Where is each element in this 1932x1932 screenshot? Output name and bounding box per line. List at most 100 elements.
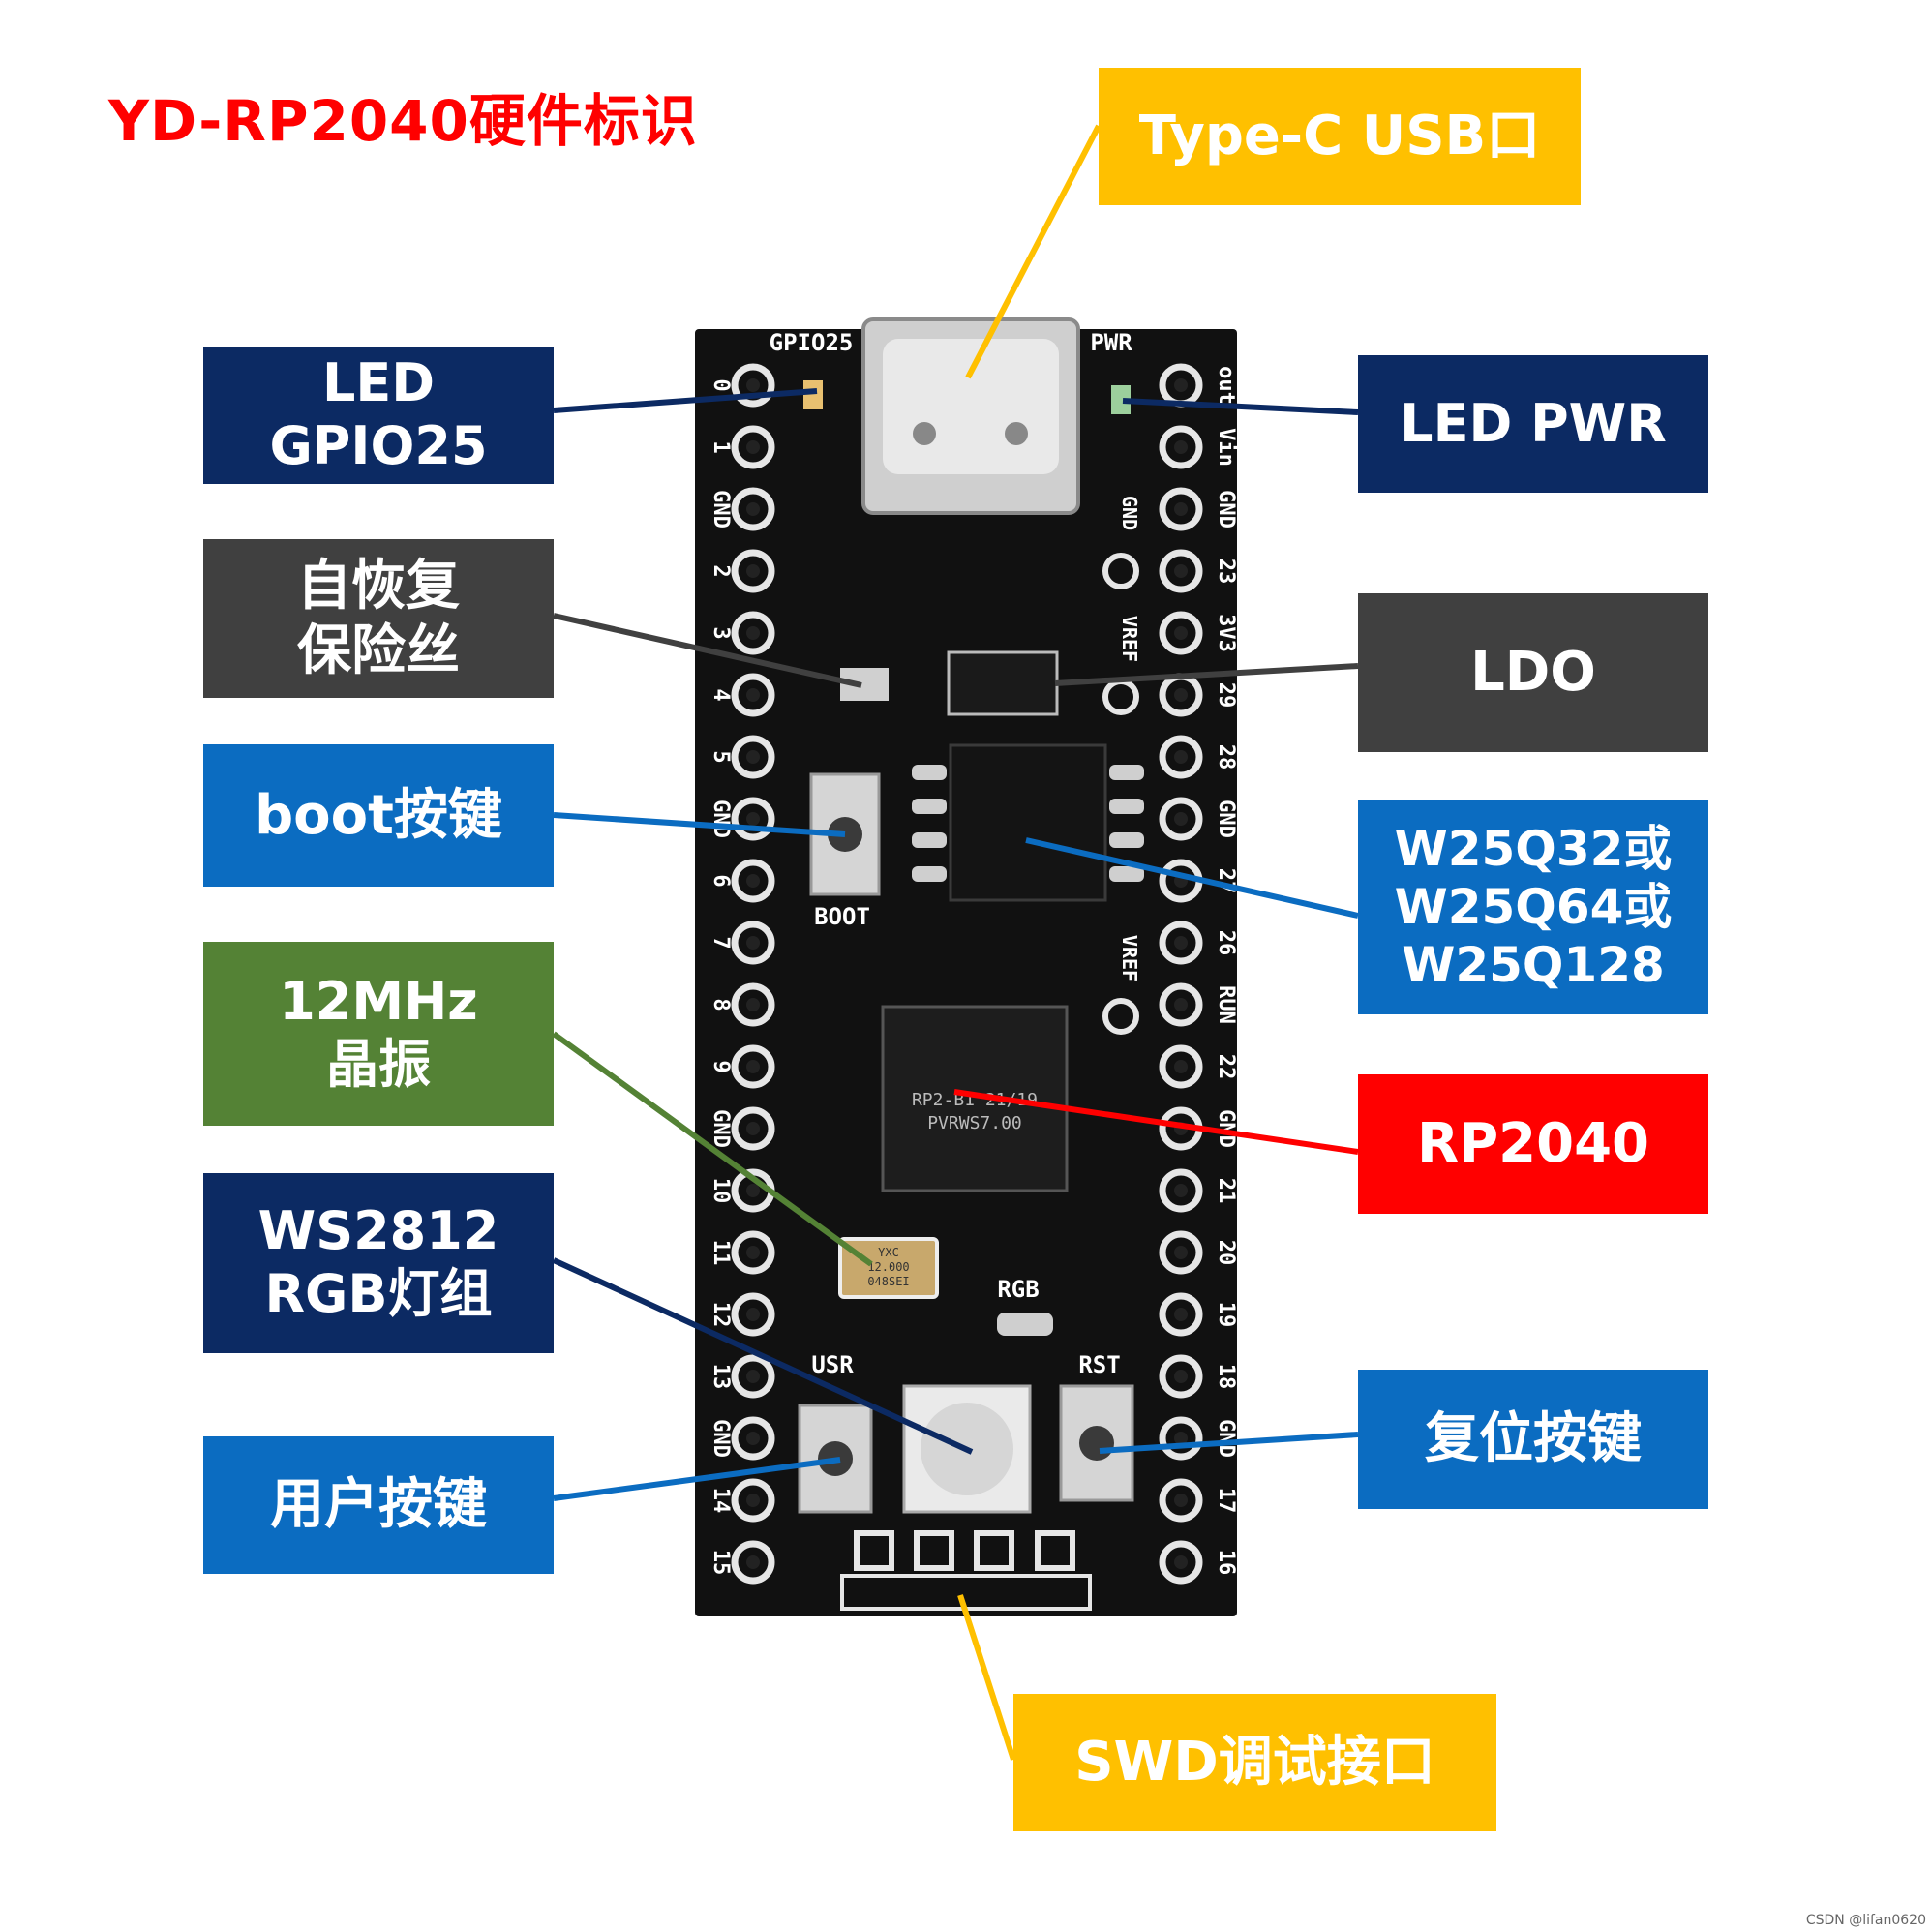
pin-label-left: 14 bbox=[709, 1488, 733, 1514]
label-ws2812-line1: WS2812 bbox=[257, 1200, 499, 1262]
pin-right bbox=[1159, 1044, 1203, 1089]
pin-label-left: 15 bbox=[709, 1550, 733, 1576]
pin-label-left: 13 bbox=[709, 1364, 733, 1390]
pin-label-left: GND bbox=[709, 1419, 733, 1458]
pin-label-right: 17 bbox=[1214, 1488, 1238, 1514]
pin-right bbox=[1159, 797, 1203, 841]
pin-label-right: RUN bbox=[1214, 985, 1238, 1024]
pin-left bbox=[731, 1044, 775, 1089]
silk-usr: USR bbox=[811, 1351, 854, 1378]
label-fuse: 自恢复 保险丝 bbox=[203, 539, 554, 698]
swd-pad bbox=[914, 1530, 954, 1571]
label-usb: Type-C USB口 bbox=[1099, 68, 1581, 205]
pin-right bbox=[1159, 549, 1203, 593]
pcb-board bbox=[695, 329, 1237, 1616]
crystal-marking-3: 048SEI bbox=[867, 1275, 909, 1288]
pin-left bbox=[731, 363, 775, 408]
pin-left bbox=[731, 1230, 775, 1275]
pin-label-left: 5 bbox=[709, 750, 733, 763]
credit-text: CSDN @lifan0620 bbox=[1805, 1913, 1926, 1928]
pin-label-left: GND bbox=[709, 490, 733, 528]
pin-left-hole bbox=[746, 1432, 760, 1445]
pin-right bbox=[1159, 859, 1203, 903]
pin-label-right: 23 bbox=[1214, 558, 1238, 585]
pin-label-left: 9 bbox=[709, 1060, 733, 1072]
pin-left-hole bbox=[746, 502, 760, 516]
pin-right bbox=[1159, 1292, 1203, 1337]
label-crystal-line2: 晶振 bbox=[326, 1034, 431, 1095]
swd-pad bbox=[974, 1530, 1014, 1571]
pin-label-right: Vin bbox=[1214, 428, 1238, 467]
flash-pin bbox=[912, 765, 947, 780]
pin-left bbox=[731, 1478, 775, 1523]
label-ws2812: WS2812 RGB灯组 bbox=[203, 1173, 554, 1353]
pin-right-hole bbox=[1174, 626, 1188, 640]
pin-left bbox=[731, 1416, 775, 1461]
pin-label-right: 27 bbox=[1214, 868, 1238, 894]
pin-left-hole bbox=[746, 1184, 760, 1197]
pin-label-inner: VREF bbox=[1118, 935, 1141, 981]
pin-right bbox=[1159, 611, 1203, 655]
pin-label-right: out bbox=[1214, 366, 1238, 405]
pin-right-hole bbox=[1174, 874, 1188, 888]
pin-left bbox=[731, 611, 775, 655]
rp2040-marking-1: RP2-B1 21/19 bbox=[912, 1090, 1038, 1110]
pin-left-hole bbox=[746, 750, 760, 764]
pin-left-hole bbox=[746, 874, 760, 888]
swd-outline bbox=[840, 1574, 1092, 1611]
pin-label-left: 0 bbox=[709, 378, 733, 391]
pin-label-right: 26 bbox=[1214, 930, 1238, 956]
connector-fuse bbox=[553, 613, 862, 688]
silk-pwr: PWR bbox=[1090, 329, 1132, 356]
pin-label-left: 6 bbox=[709, 874, 733, 887]
ldo-chip bbox=[947, 650, 1059, 716]
label-flash-line2: W25Q64或 bbox=[1394, 879, 1673, 935]
silk-rst: RST bbox=[1078, 1351, 1120, 1378]
pin-label-left: 2 bbox=[709, 564, 733, 577]
connector-boot bbox=[553, 812, 846, 837]
label-usb-line1: Type-C USB口 bbox=[1138, 105, 1541, 168]
pin-left bbox=[731, 1168, 775, 1213]
flash-pin bbox=[1109, 765, 1144, 780]
pin-label-right: GND bbox=[1214, 490, 1238, 528]
pin-label-right: 28 bbox=[1214, 744, 1238, 770]
connector-user bbox=[553, 1457, 841, 1501]
pin-right bbox=[1159, 1230, 1203, 1275]
pin-label-left: 3 bbox=[709, 626, 733, 639]
pin-right-hole bbox=[1174, 1184, 1188, 1197]
connector-crystal bbox=[552, 1031, 873, 1267]
swd-pad bbox=[854, 1530, 894, 1571]
rgb-pad bbox=[997, 1313, 1053, 1336]
pin-left bbox=[731, 425, 775, 469]
connector-flash bbox=[1025, 837, 1359, 919]
crystal-marking-2: 12.000 bbox=[867, 1260, 909, 1274]
pin-label-right: 18 bbox=[1214, 1364, 1238, 1390]
flash-pin bbox=[1109, 832, 1144, 848]
pin-right-hole bbox=[1174, 1555, 1188, 1569]
boot-button bbox=[809, 772, 881, 896]
pin-label-right: GND bbox=[1214, 800, 1238, 838]
connector-swd bbox=[957, 1594, 1016, 1761]
connector-rp2040 bbox=[953, 1089, 1359, 1155]
usb-rivet bbox=[1005, 422, 1028, 445]
crystal bbox=[838, 1237, 939, 1299]
usb-rivet bbox=[913, 422, 936, 445]
swd-pad bbox=[1035, 1530, 1075, 1571]
pin-right bbox=[1159, 1416, 1203, 1461]
pin-right-hole bbox=[1174, 1246, 1188, 1259]
label-crystal: 12MHz 晶振 bbox=[203, 942, 554, 1126]
pin-right-hole bbox=[1174, 378, 1188, 392]
pin-right-hole bbox=[1174, 1308, 1188, 1321]
pin-right-hole bbox=[1174, 502, 1188, 516]
flash-pin bbox=[912, 832, 947, 848]
pin-left bbox=[731, 1106, 775, 1151]
label-fuse-line1: 自恢复 bbox=[297, 554, 460, 618]
pin-left bbox=[731, 1354, 775, 1399]
led-gpio25 bbox=[803, 380, 823, 409]
label-rp2040: RP2040 bbox=[1358, 1074, 1708, 1214]
rp2040-marking-2: PVRWS7.00 bbox=[927, 1113, 1022, 1133]
pin-label-left: 7 bbox=[709, 936, 733, 949]
pin-right bbox=[1159, 1168, 1203, 1213]
pin-label-inner: GND bbox=[1118, 496, 1141, 530]
pin-left-hole bbox=[746, 936, 760, 950]
